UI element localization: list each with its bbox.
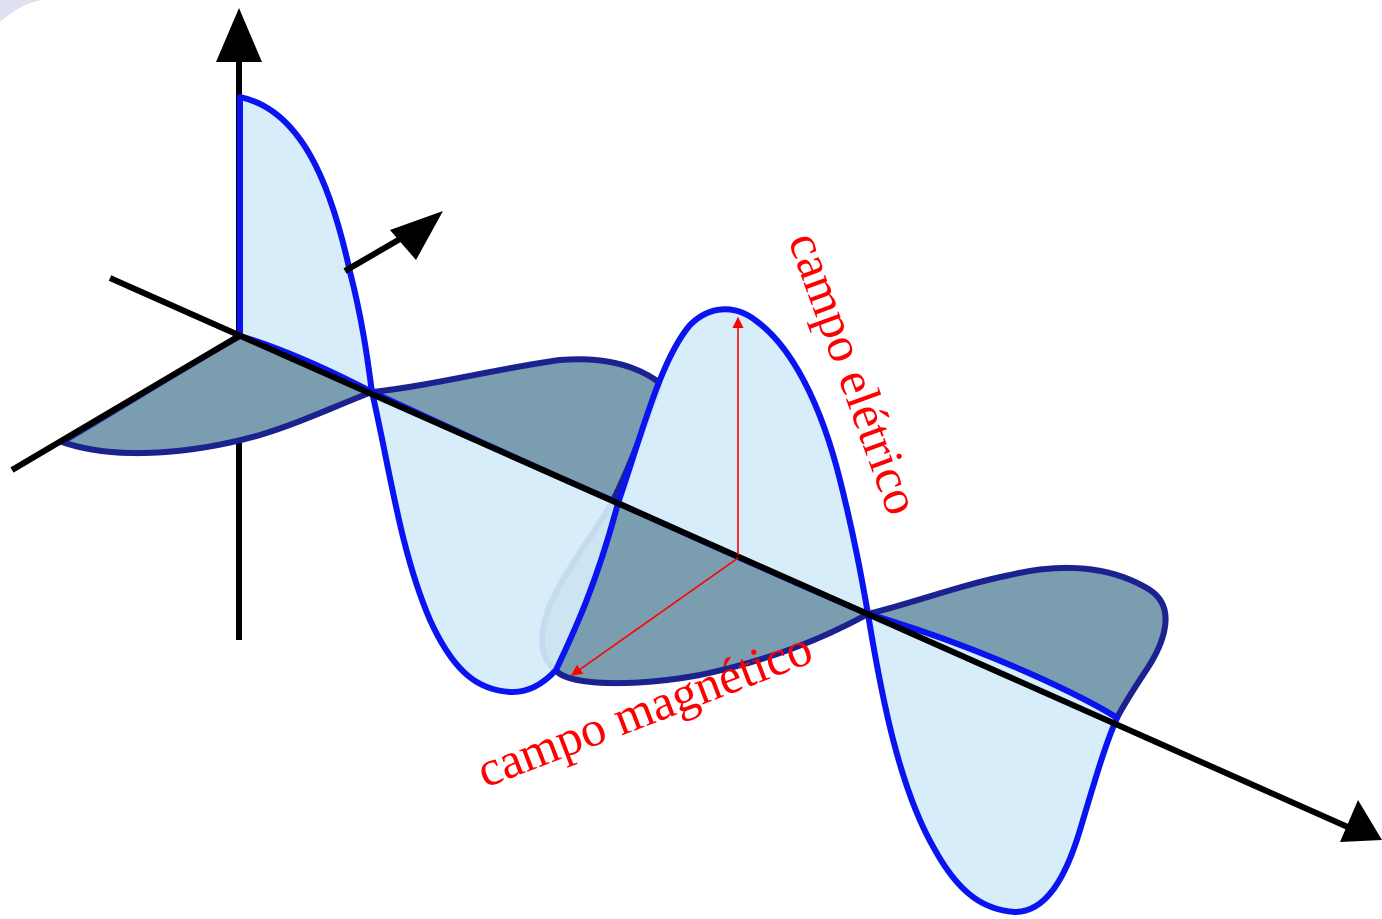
transverse-axis	[10, 333, 241, 473]
vertical-axis-arrowhead	[216, 8, 262, 62]
transverse-axis-arrowhead	[390, 211, 443, 260]
propagation-axis	[108, 275, 1352, 831]
corner-decoration	[0, 0, 42, 22]
magnetic-field-vector	[571, 557, 739, 676]
propagation-axis-arrowhead	[1340, 800, 1382, 842]
electric-field-wave	[237, 94, 1120, 915]
